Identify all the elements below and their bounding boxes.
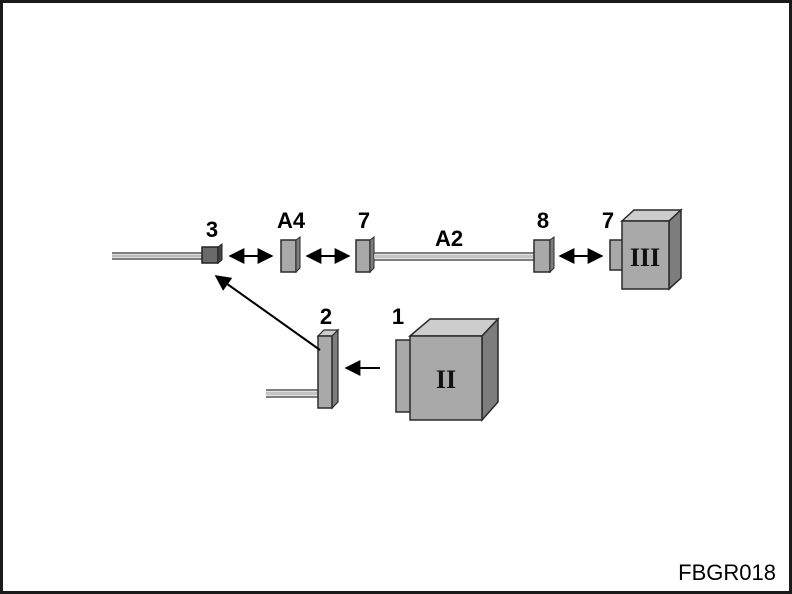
- connector-A4: [280, 236, 301, 274]
- label-7-left: 7: [358, 208, 370, 233]
- label-3: 3: [206, 217, 218, 242]
- connector-8: [533, 236, 555, 274]
- label-A4: A4: [277, 208, 306, 233]
- box-II-unit: II: [395, 317, 500, 422]
- connector-7-left: [355, 236, 375, 274]
- label-7-right: 7: [602, 208, 614, 233]
- label-1: 1: [392, 304, 404, 329]
- label-8: 8: [537, 208, 549, 233]
- cable-A2: [374, 252, 534, 261]
- box-II-label: II: [436, 365, 456, 394]
- box-III-label: III: [630, 243, 660, 272]
- cable-left-top: [112, 252, 202, 260]
- label-A2: A2: [435, 226, 463, 251]
- cable-left-bottom: [266, 389, 318, 398]
- figure-code: FBGR018: [678, 560, 776, 585]
- arrow-2-to-3: [214, 275, 321, 351]
- connector-2: [316, 328, 340, 410]
- box-III-unit: III: [609, 208, 683, 291]
- label-2: 2: [320, 304, 332, 329]
- connector-3: [201, 243, 223, 264]
